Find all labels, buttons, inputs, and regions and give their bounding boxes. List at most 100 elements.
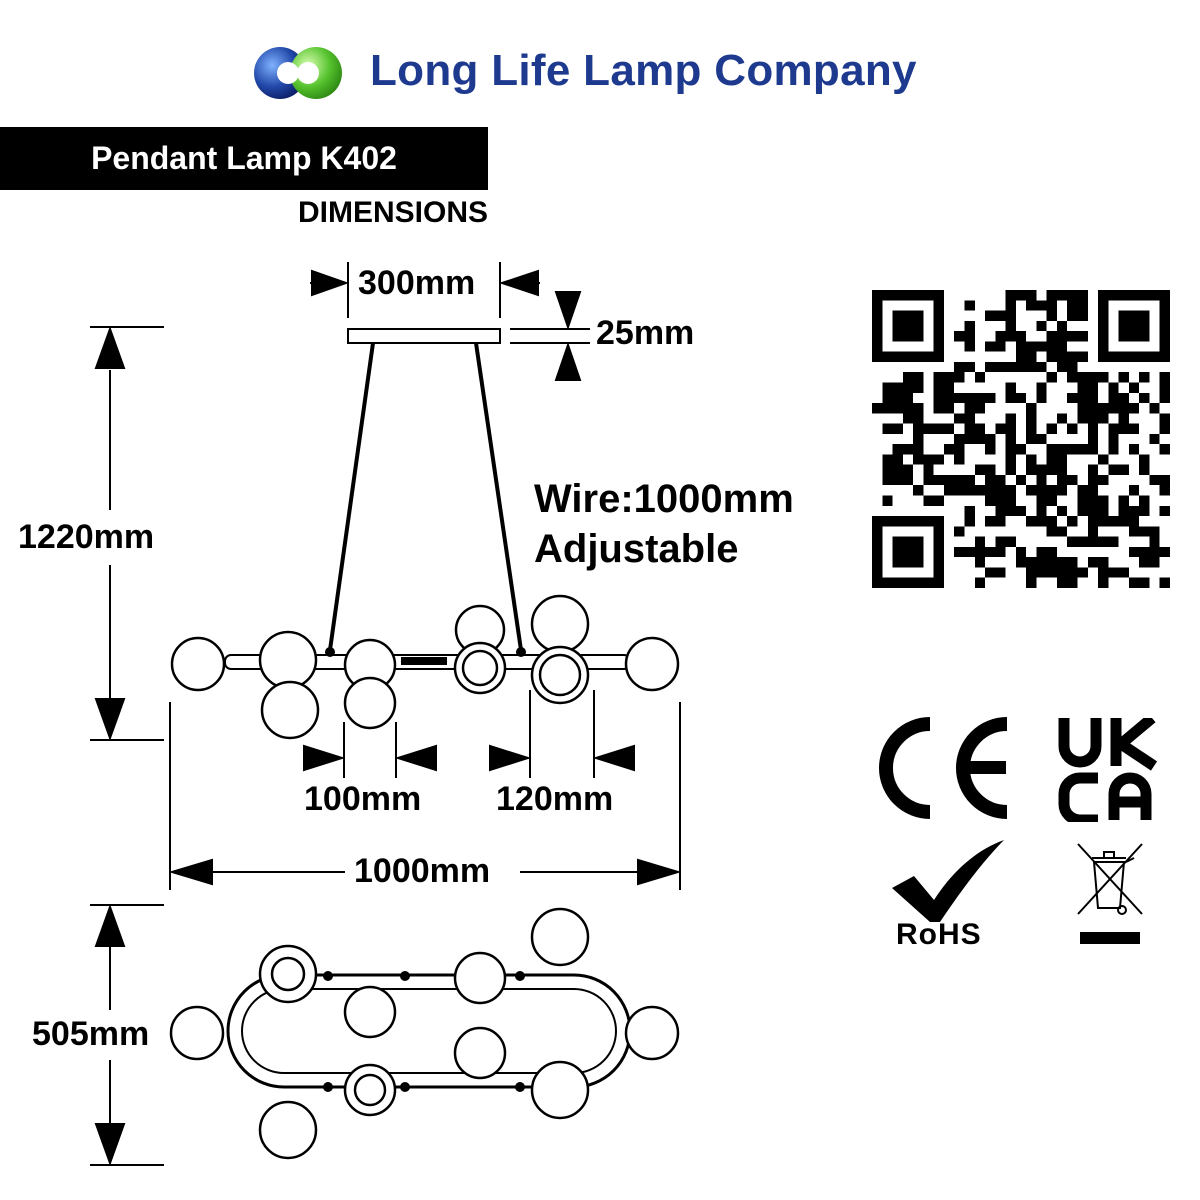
qr-module (1128, 444, 1140, 455)
qr-module (1128, 516, 1140, 527)
qr-module (1098, 557, 1109, 568)
qr-module (1026, 433, 1037, 445)
globe (530, 1060, 590, 1120)
qr-module (1087, 485, 1099, 496)
qr-module (1159, 546, 1170, 558)
qr-module (1026, 290, 1037, 301)
globe (343, 985, 397, 1039)
qr-module (1118, 413, 1129, 424)
qr-module (1036, 516, 1047, 527)
qr-module (1139, 464, 1150, 475)
qr-module (1056, 464, 1068, 475)
qr-module (872, 290, 883, 362)
qr-module (1159, 485, 1170, 496)
qr-module (1159, 444, 1170, 455)
qr-module (913, 382, 924, 393)
qr-module (1118, 423, 1129, 434)
qr-module (1005, 536, 1016, 547)
qr-module (1015, 361, 1027, 373)
qr-module (1077, 505, 1088, 517)
qr-module (1026, 577, 1037, 588)
qr-module (1046, 464, 1057, 475)
qr-module (1056, 361, 1068, 373)
qr-module (1067, 372, 1078, 383)
qr-module (1067, 361, 1078, 373)
qr-module (1026, 351, 1037, 362)
qr-module (1026, 567, 1037, 578)
qr-module (1046, 331, 1057, 342)
qr-module (1077, 310, 1088, 321)
qr-module (1118, 464, 1129, 475)
qr-module (1108, 403, 1119, 414)
qr-module (1077, 382, 1088, 393)
qr-module (1108, 433, 1119, 445)
qr-module (1046, 454, 1057, 465)
qr-module (964, 403, 975, 414)
qr-module (1036, 464, 1047, 475)
qr-module (1015, 290, 1027, 301)
qr-module (1046, 557, 1057, 568)
qr-module (1087, 557, 1099, 568)
qr-module (1149, 474, 1160, 486)
qr-module (1036, 320, 1047, 332)
qr-module (1098, 290, 1109, 362)
qr-module (1005, 331, 1016, 342)
qr-module (1077, 351, 1088, 362)
qr-module (964, 361, 975, 373)
qr-module (1087, 423, 1099, 434)
qr-module (1056, 505, 1068, 517)
qr-module (902, 464, 914, 475)
canopy-width-label: 300mm (358, 264, 476, 302)
qr-module (1046, 485, 1057, 496)
qr-module (1067, 536, 1078, 547)
qr-module (1056, 320, 1068, 332)
qr-module (1128, 577, 1140, 588)
qr-module (923, 495, 934, 506)
qr-module (985, 516, 996, 527)
qr-module (1015, 351, 1027, 362)
qr-module (1159, 423, 1170, 434)
qr-module (1159, 382, 1170, 393)
qr-module (1139, 454, 1150, 465)
qr-module (1077, 413, 1088, 424)
qr-module (995, 495, 1006, 506)
globe (624, 1005, 680, 1061)
qr-module (902, 382, 914, 393)
qr-module (943, 423, 955, 434)
qr-module (913, 423, 924, 434)
qr-module (1139, 392, 1150, 404)
qr-module (1139, 372, 1150, 383)
qr-module (985, 474, 996, 486)
qr-module (933, 290, 944, 362)
qr-module (933, 403, 944, 414)
qr-module (964, 433, 975, 445)
qr-module (933, 382, 944, 393)
qr-module (985, 464, 996, 475)
qr-module (1036, 433, 1047, 445)
qr-module (1036, 505, 1047, 517)
qr-module (1098, 567, 1109, 578)
qr-module (872, 577, 944, 588)
qr-module (882, 495, 893, 506)
qr-module (1046, 444, 1057, 455)
qr-module (1056, 557, 1068, 568)
qr-module (974, 403, 986, 414)
overall-height-label: 1220mm (18, 518, 155, 556)
qr-module (995, 361, 1006, 373)
globe (453, 1026, 507, 1080)
qr-module (1077, 536, 1088, 547)
qr-module (1087, 526, 1099, 537)
qr-module (985, 546, 996, 558)
qr-module (1139, 557, 1150, 568)
globe (170, 636, 226, 692)
qr-module (892, 310, 924, 342)
qr-module (985, 485, 996, 496)
canopy (347, 328, 501, 344)
qr-module (943, 403, 955, 414)
qr-module (1159, 505, 1170, 517)
qr-module (1026, 557, 1037, 568)
qr-module (1026, 361, 1037, 373)
qr-module (1005, 505, 1016, 517)
qr-module (954, 546, 965, 558)
qr-module (1056, 413, 1068, 424)
